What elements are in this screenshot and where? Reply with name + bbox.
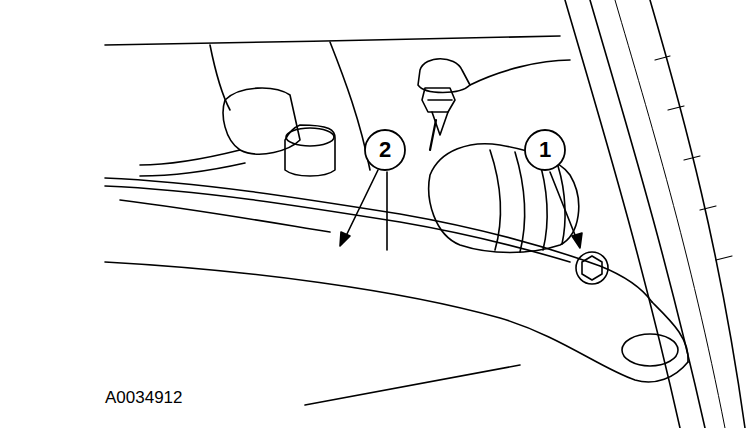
callout-number: 2 (379, 137, 391, 163)
leader-line (550, 172, 577, 240)
leader-line (345, 170, 378, 238)
leader-line (386, 172, 388, 250)
subframe-edge (105, 36, 560, 45)
arrowhead (340, 232, 350, 246)
callout-circle: 1 (523, 128, 567, 172)
bolt-head (582, 256, 602, 280)
subframe-edge (210, 45, 230, 110)
callout-text-wrap: 1 (523, 128, 567, 172)
callout-number: 1 (539, 137, 551, 163)
bolt-head (576, 252, 608, 284)
cv-boot-rib (558, 166, 565, 244)
arrowhead (572, 233, 582, 248)
callout-circle: 2 (363, 128, 407, 172)
stabilizer-bar (140, 150, 240, 165)
knuckle (470, 60, 570, 85)
subframe-edge (330, 42, 370, 170)
leader-line (305, 365, 520, 405)
stabilizer-link (223, 88, 300, 154)
tire (590, 0, 705, 428)
stabilizer-bushing (285, 125, 335, 176)
callout-circle-outline (525, 130, 565, 170)
control-arm-edge (120, 200, 330, 232)
control-arm-edge (105, 178, 652, 302)
tire (650, 0, 745, 428)
castle-nut (428, 99, 452, 101)
ball-joint (622, 334, 678, 366)
tire-groove (615, 0, 725, 428)
control-arm-edge (105, 262, 688, 382)
control-arm-edge (105, 186, 570, 262)
callout-circle-outline (365, 130, 405, 170)
tire-tread (655, 56, 732, 260)
tire (565, 0, 680, 428)
figure-code: A0034912 (103, 388, 185, 408)
cv-boot-rib (515, 152, 525, 252)
cv-boot-rib (538, 157, 547, 250)
castle-nut (422, 88, 455, 112)
cotter-pin (430, 120, 436, 150)
stabilizer-bushing (286, 128, 334, 146)
callout-text-wrap: 2 (363, 128, 407, 172)
stabilizer-bar (140, 163, 245, 176)
